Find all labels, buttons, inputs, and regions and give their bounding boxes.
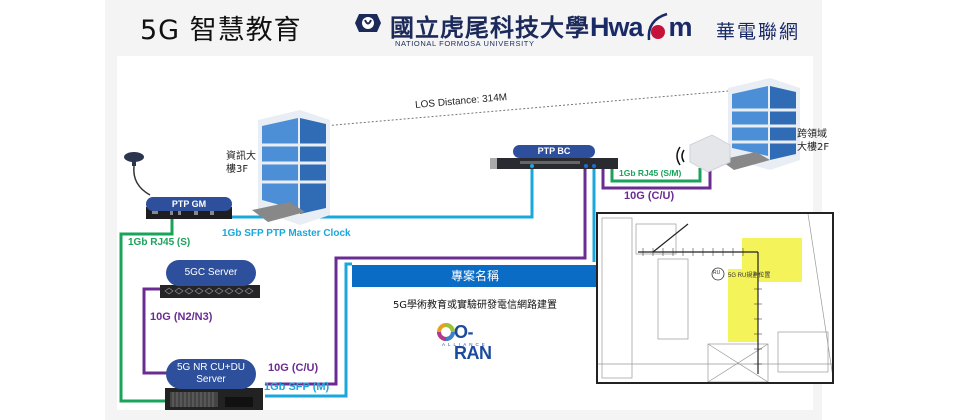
building-right-label-line2: 大樓2F — [797, 142, 830, 153]
link-1gb-sfp-m — [265, 166, 596, 398]
ru-badge: RU — [713, 270, 721, 276]
link-label-sfp-m: 1Gb SFP (M) — [264, 381, 330, 393]
los-link-line — [299, 89, 741, 129]
project-name: 5G學術教育或實驗研發電信網路建置 — [392, 300, 558, 311]
link-label-10g-ru: 10G (C/U) — [624, 190, 675, 202]
link-10g-n2n3 — [142, 287, 168, 375]
university-name-cn: 國立虎尾科技大學 — [390, 13, 590, 42]
building-left-label-line1: 資訊大 — [226, 151, 256, 162]
link-10g-cu-ru — [601, 164, 712, 190]
building-right-label-line1: 跨領域 — [797, 129, 827, 140]
5gc-server-icon — [160, 285, 260, 298]
5gc-server-label: 5GC Server — [166, 260, 256, 286]
ru-marker-icon — [711, 267, 725, 281]
link-label-rj45-sm: 1Gb RJ45 (S/M) — [619, 168, 682, 178]
gps-antenna-icon — [124, 152, 151, 196]
partner-name-pre: Hwa — [590, 12, 644, 42]
link-1gb-rj45-sm — [610, 164, 702, 183]
ru-area — [728, 238, 802, 342]
floor-plan-drawing — [598, 214, 832, 382]
building-left-icon — [252, 110, 330, 225]
building-left-label: 資訊大 樓3F — [226, 150, 256, 176]
link-label-10g-cudu: 10G (C/U) — [268, 362, 319, 374]
radio-unit-icon — [689, 134, 731, 173]
link-1gb-rj45-s — [119, 214, 174, 403]
ru-location-label: 5G RU規劃位置 — [728, 273, 771, 279]
cu-du-server-label: 5G NR CU+DU Server — [166, 359, 256, 389]
building-left-label-line2: 樓3F — [226, 164, 249, 175]
floor-plan: RU 5G RU規劃位置 — [596, 212, 834, 384]
oran-text: O-RAN — [454, 322, 492, 363]
oran-ring-icon — [437, 323, 455, 341]
partner-name-post: m — [668, 12, 693, 42]
ptp-gm-label: PTP GM — [146, 197, 232, 211]
link-label-n2n3: 10G (N2/N3) — [150, 311, 213, 323]
ptp-bc-label: PTP BC — [513, 145, 595, 158]
wireless-signal-icon — [676, 146, 685, 166]
project-info-box: 專案名稱 5G學術教育或實驗研發電信網路建置 — [352, 262, 598, 374]
building-right-icon — [720, 78, 800, 170]
oran-subtext: ALLIANCE — [442, 342, 488, 347]
project-header: 專案名稱 — [352, 265, 598, 287]
cu-du-server-icon — [165, 388, 263, 410]
link-10g-cu-cudu — [265, 166, 587, 386]
link-label-master-clock: 1Gb SFP PTP Master Clock — [222, 228, 351, 239]
partner-dot-icon — [647, 12, 667, 41]
nfu-emblem-icon — [355, 14, 381, 32]
partner-name-cn: 華電聯網 — [716, 21, 801, 43]
cu-du-label-line2: Server — [196, 374, 226, 385]
page-title: 5G 智慧教育 — [140, 15, 302, 46]
link-1gb-sfp-master-clock — [232, 166, 534, 219]
university-name-en: NATIONAL FORMOSA UNIVERSITY — [395, 39, 535, 48]
building-right-label: 跨領域 大樓2F — [797, 128, 829, 154]
cu-du-label-line1: 5G NR CU+DU — [176, 362, 246, 373]
link-label-rj45-s: 1Gb RJ45 (S) — [128, 237, 191, 248]
